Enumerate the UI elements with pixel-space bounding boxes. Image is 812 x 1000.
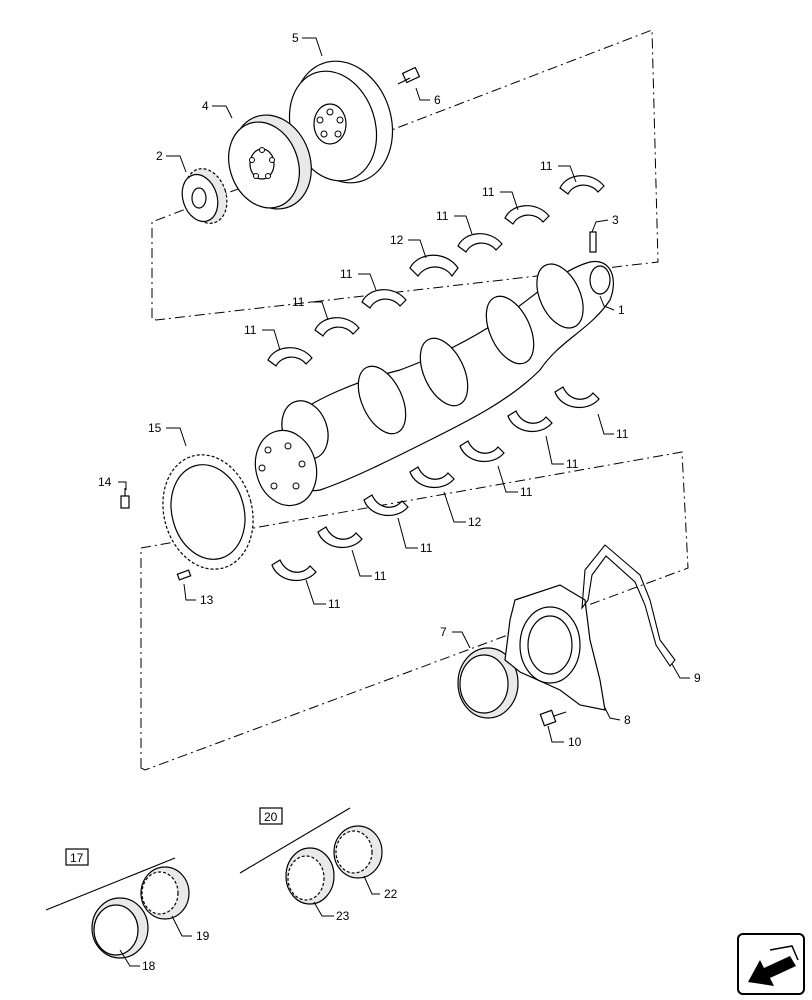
dowel-pin bbox=[589, 231, 597, 253]
callout-12-b: 12 bbox=[468, 515, 482, 529]
callout-11-f: 11 bbox=[244, 323, 257, 337]
callout-9: 9 bbox=[694, 671, 701, 685]
callout-11-k: 11 bbox=[374, 569, 387, 583]
ring-gear bbox=[162, 454, 254, 570]
callout-1: 1 bbox=[618, 303, 625, 317]
callout-20: 20 bbox=[264, 810, 278, 824]
rear-oil-seal bbox=[457, 647, 519, 719]
callout-12-a: 12 bbox=[390, 233, 404, 247]
callout-4: 4 bbox=[202, 99, 209, 113]
callout-10: 10 bbox=[568, 735, 582, 749]
kit-19-ring bbox=[140, 866, 190, 920]
ring-gear-pin bbox=[176, 569, 192, 581]
callout-labels: 5 6 4 2 3 1 11 11 11 12 11 11 11 11 11 1… bbox=[70, 31, 701, 973]
callout-11-b: 11 bbox=[482, 185, 495, 199]
ring-gear-bolt bbox=[120, 488, 130, 509]
callout-19: 19 bbox=[196, 929, 210, 943]
callout-7: 7 bbox=[440, 625, 447, 639]
callout-11-a: 11 bbox=[540, 159, 553, 173]
callout-14: 14 bbox=[98, 475, 112, 489]
upper-bearing-shells bbox=[267, 175, 605, 367]
lower-bearing-shells bbox=[271, 386, 600, 582]
arrow-nav-icon[interactable] bbox=[737, 933, 805, 995]
callout-22: 22 bbox=[384, 887, 398, 901]
kit-17-box bbox=[65, 848, 89, 866]
callout-13: 13 bbox=[200, 593, 214, 607]
upper-assembly-boundary bbox=[151, 29, 659, 321]
callout-5: 5 bbox=[292, 31, 299, 45]
housing-bolt bbox=[539, 709, 567, 727]
callout-17: 17 bbox=[70, 851, 84, 865]
rear-seal-housing bbox=[504, 584, 606, 711]
callout-11-l: 11 bbox=[328, 597, 341, 611]
callout-11-c: 11 bbox=[436, 209, 449, 223]
crankshaft-pulley bbox=[228, 114, 312, 210]
callout-3: 3 bbox=[612, 213, 619, 227]
callout-11-h: 11 bbox=[566, 457, 579, 471]
kit-20-bracket bbox=[239, 807, 351, 874]
callout-8: 8 bbox=[624, 713, 631, 727]
crankshaft bbox=[254, 260, 614, 507]
crankshaft-gear bbox=[181, 168, 228, 224]
callout-2: 2 bbox=[156, 149, 163, 163]
callout-18: 18 bbox=[142, 959, 156, 973]
callout-11-g: 11 bbox=[616, 427, 629, 441]
callout-11-i: 11 bbox=[520, 485, 533, 499]
callout-11-d: 11 bbox=[340, 267, 353, 281]
callout-11-j: 11 bbox=[420, 541, 433, 555]
lower-assembly-boundary bbox=[140, 451, 689, 771]
callout-23: 23 bbox=[336, 909, 350, 923]
callout-6: 6 bbox=[434, 93, 441, 107]
callout-15: 15 bbox=[148, 421, 162, 435]
rear-gasket bbox=[581, 544, 676, 667]
damper-bolt bbox=[397, 66, 421, 85]
kit-23-ring bbox=[285, 847, 335, 905]
kit-22-ring bbox=[333, 825, 383, 879]
kit-17-bracket bbox=[45, 857, 176, 911]
callout-11-e: 11 bbox=[292, 295, 305, 309]
leader-lines bbox=[118, 37, 690, 967]
kit-20-box bbox=[259, 807, 283, 825]
kit-18-ring bbox=[91, 897, 149, 959]
vibration-damper bbox=[288, 60, 394, 184]
